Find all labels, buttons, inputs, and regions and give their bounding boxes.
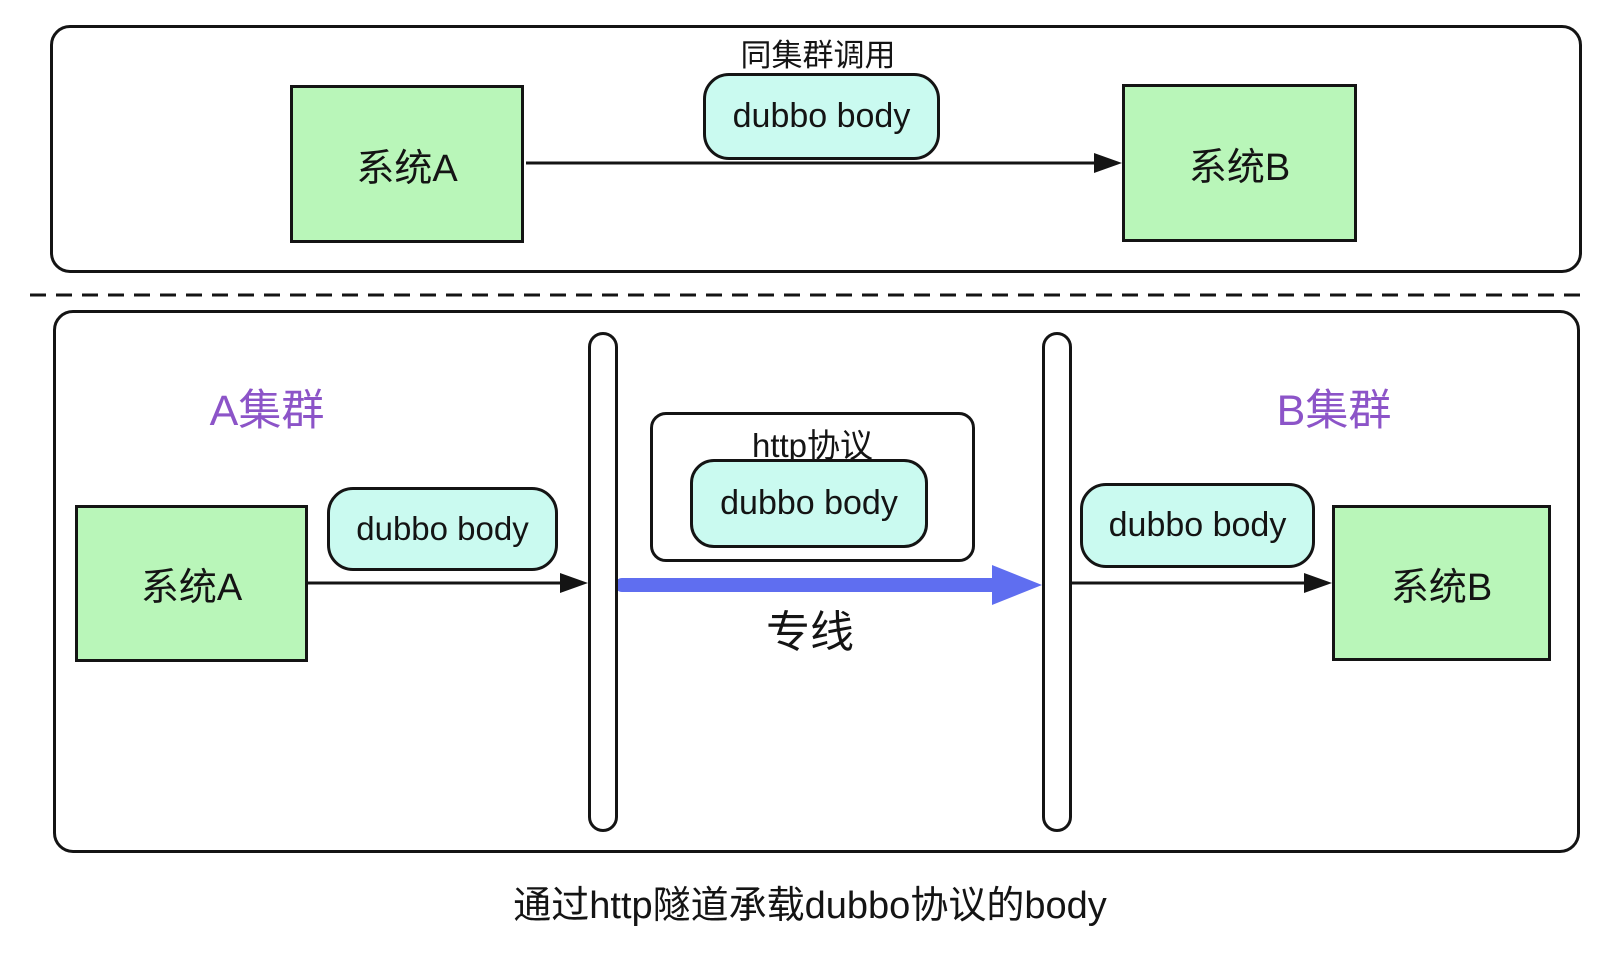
http-inner-dubbo-body-pill: dubbo body: [690, 459, 928, 548]
bottom-left-dubbo-body-label: dubbo body: [356, 510, 529, 547]
cross-cluster-panel: [53, 310, 1580, 853]
same-cluster-title: 同集群调用: [740, 38, 896, 73]
top-system-b-label: 系统B: [1188, 146, 1291, 189]
top-dubbo-body-pill: dubbo body: [703, 73, 940, 160]
dedicated-line-label: 专线: [766, 608, 854, 657]
top-dubbo-body-label: dubbo body: [732, 97, 911, 135]
bottom-system-a-box: 系统A: [75, 505, 308, 662]
top-system-a-label: 系统A: [356, 147, 458, 190]
bottom-left-dubbo-body-pill: dubbo body: [327, 487, 558, 571]
dedicated-line-arrow-head: [992, 565, 1042, 605]
cluster-b-label: B集群: [1276, 387, 1392, 435]
bottom-left-arrow-head: [560, 573, 588, 593]
http-inner-dubbo-body-label: dubbo body: [720, 484, 898, 522]
cluster-a-boundary-bar: [588, 332, 618, 832]
bottom-system-b-label: 系统B: [1390, 566, 1493, 609]
top-system-a-box: 系统A: [290, 85, 524, 243]
same-cluster-panel: [50, 25, 1582, 273]
cluster-a-label: A集群: [209, 387, 325, 435]
bottom-right-dubbo-body-pill: dubbo body: [1080, 483, 1315, 568]
diagram-caption: 通过http隧道承载dubbo协议的body: [513, 885, 1107, 927]
top-system-b-box: 系统B: [1122, 84, 1357, 242]
bottom-system-b-box: 系统B: [1332, 505, 1551, 661]
bottom-right-dubbo-body-label: dubbo body: [1108, 506, 1287, 544]
cluster-b-boundary-bar: [1042, 332, 1072, 832]
bottom-system-a-label: 系统A: [140, 567, 243, 609]
bottom-right-arrow-head: [1304, 573, 1332, 593]
top-call-arrow-head: [1094, 153, 1122, 173]
http-protocol-title: http协议: [751, 427, 874, 464]
